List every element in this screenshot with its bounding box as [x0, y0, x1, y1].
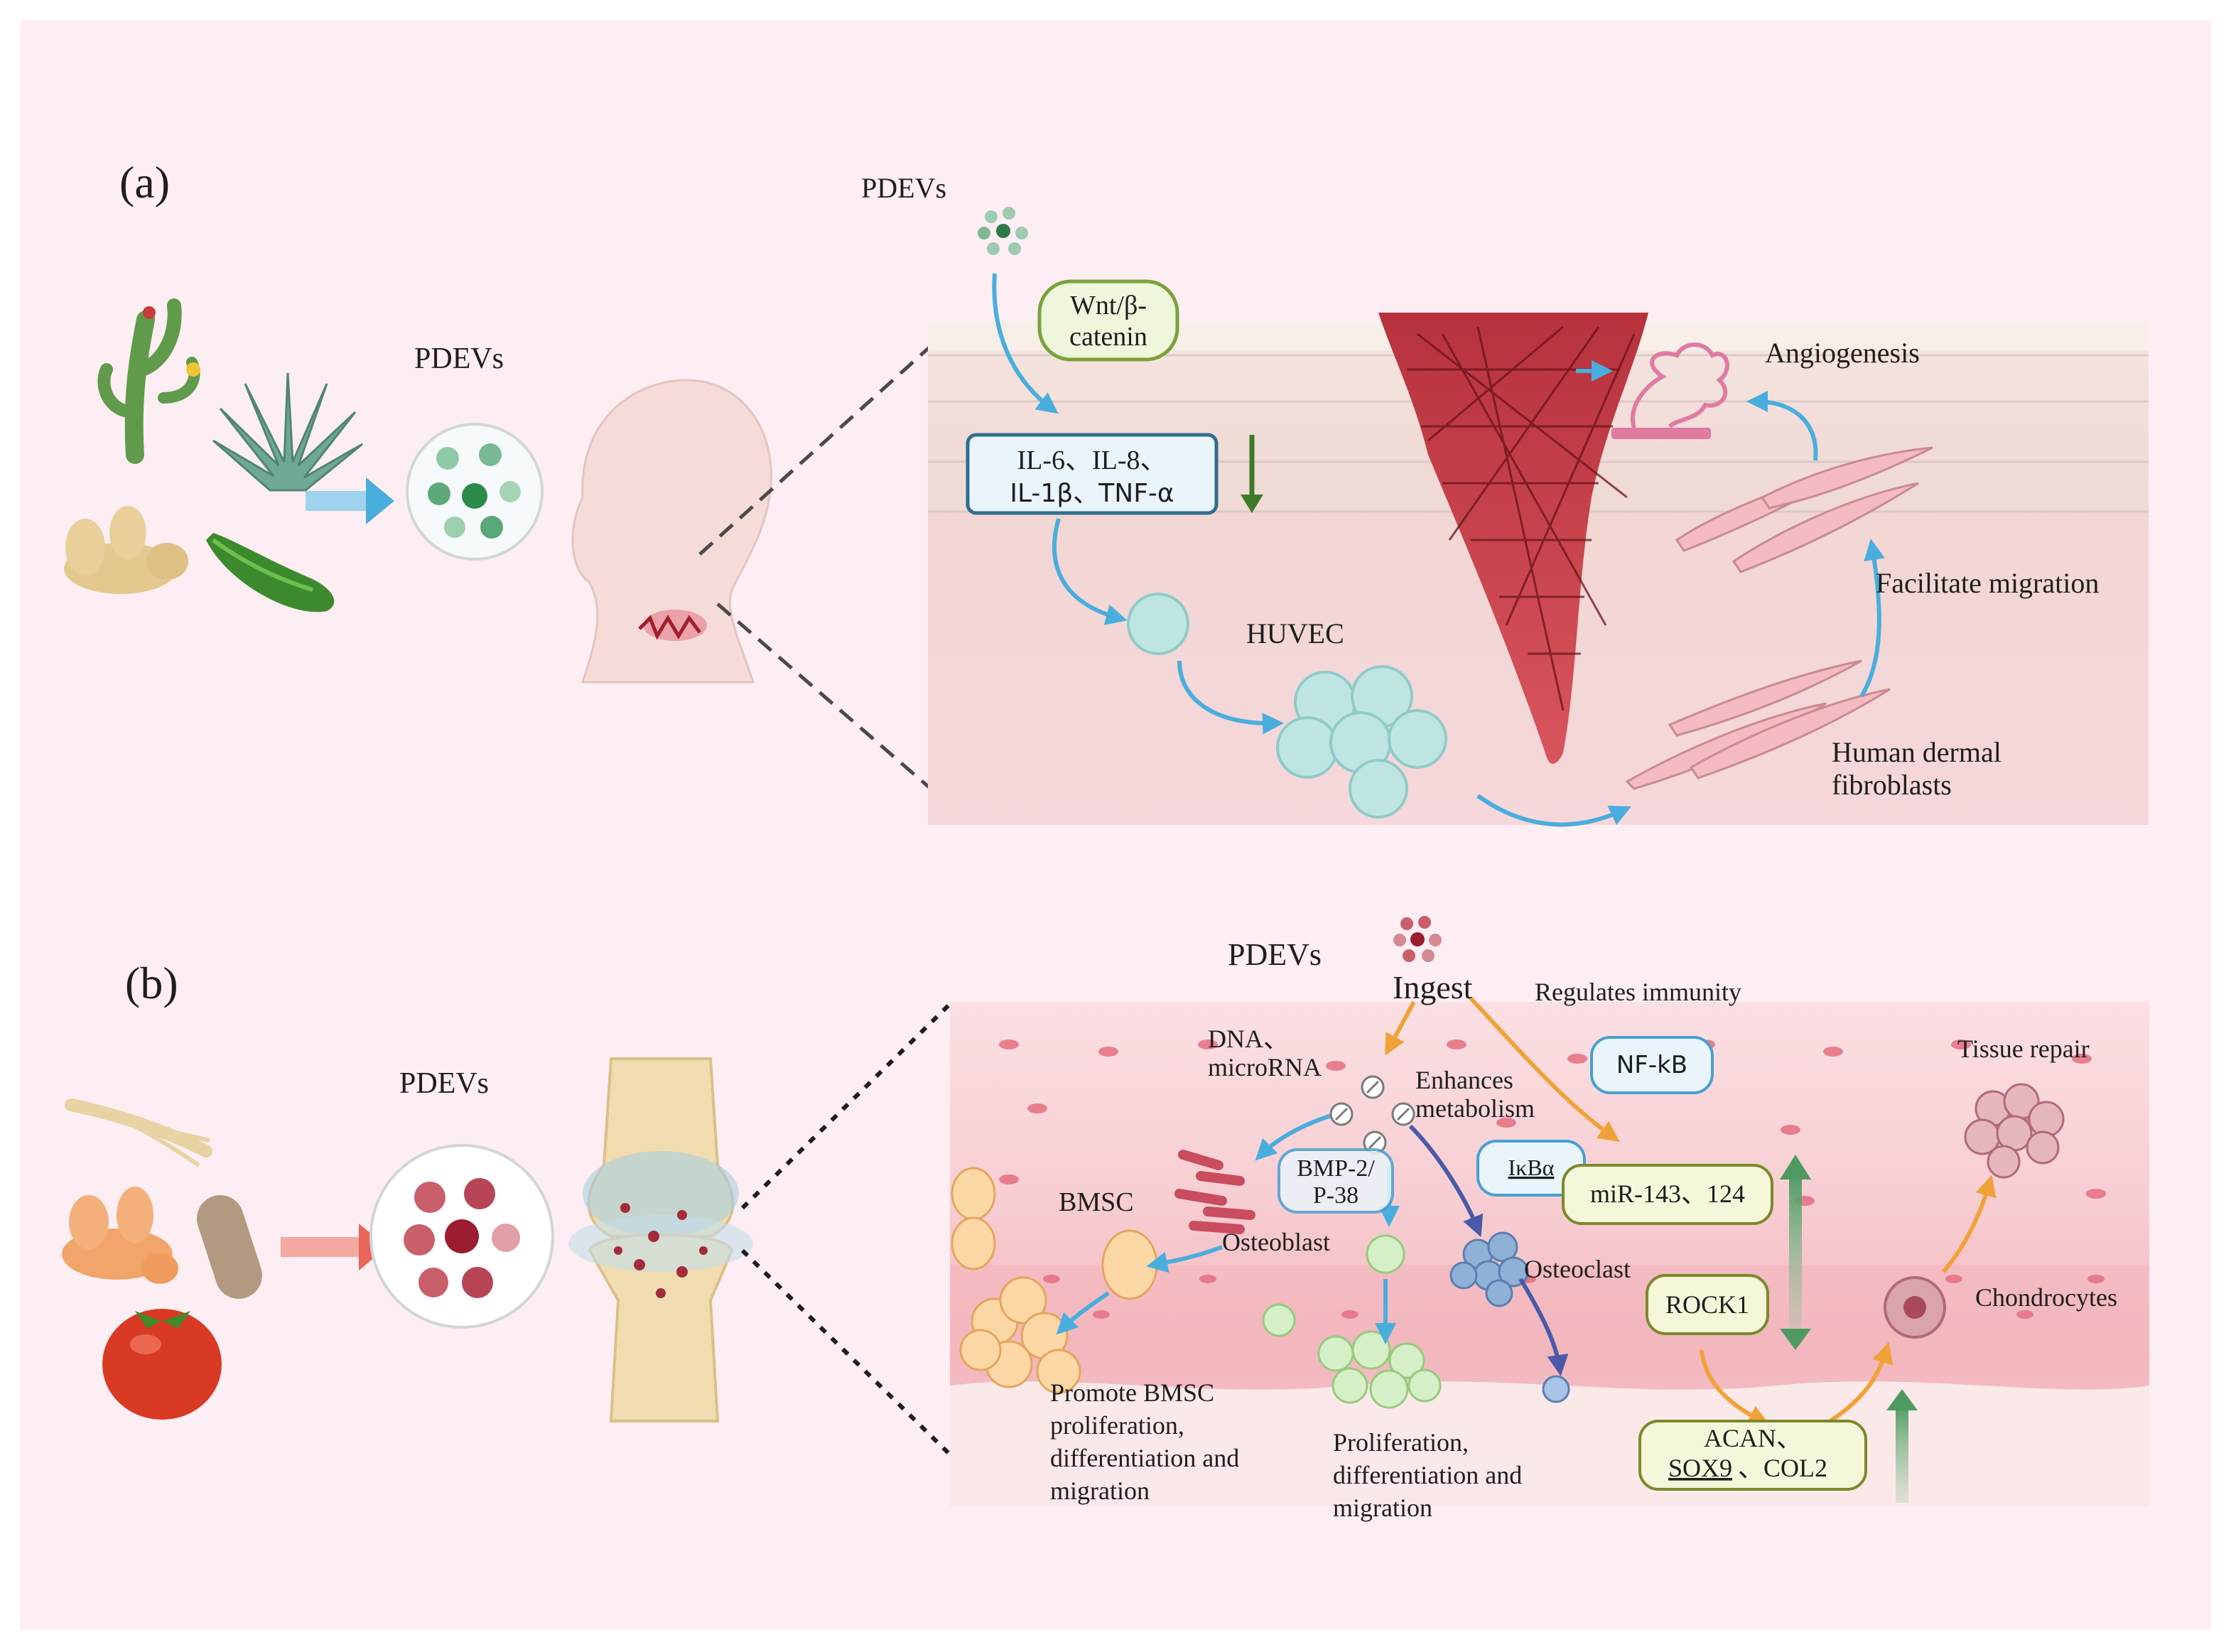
rock1-box: [1646, 1274, 1769, 1335]
source-arrow-a-head: [366, 477, 394, 524]
fibroblast-cells-lower: [1625, 659, 1891, 790]
fibroblasts-label-line1: Human dermal: [1832, 736, 2002, 768]
bmsc-cells: [951, 1167, 1158, 1394]
cactus-icon: [97, 298, 200, 464]
regulates-immunity-label: Regulates immunity: [1535, 978, 1741, 1006]
increase-arrow-icons: [1780, 1155, 1918, 1503]
cytokine-box: [966, 433, 1219, 515]
promote-label-line4: migration: [1050, 1476, 1150, 1505]
wnt-label-line2: catenin: [1069, 322, 1147, 352]
huvec-cells: [1276, 665, 1447, 819]
osteoblast-cells: [1174, 1150, 1255, 1234]
wnt-label-line1: Wnt/β-: [1070, 291, 1147, 320]
acan-label-sox9: SOX9: [1668, 1454, 1732, 1482]
mir-label: miR-143、124: [1590, 1179, 1745, 1208]
prolif-label-line1: Proliferation,: [1333, 1428, 1469, 1457]
facilitate-migration-label: Facilitate migration: [1876, 567, 2099, 599]
huvec-label: HUVEC: [1246, 617, 1344, 649]
inhibitor-icons: [1329, 1075, 1415, 1155]
single-huvec-cell: [1127, 593, 1189, 655]
small-osteoclast-cell: [1542, 1375, 1570, 1403]
panel-b-label: (b): [125, 958, 178, 1008]
acan-label-line1: ACAN、: [1704, 1424, 1802, 1452]
mir-box: [1562, 1164, 1773, 1225]
knee-joint-icon: [568, 1057, 753, 1422]
pdevs-particles-a: [406, 423, 544, 561]
turmeric-icon: [62, 1187, 178, 1284]
fibroblast-cells-upper: [1675, 446, 1933, 573]
pdevs-label-b: PDEVs: [399, 1067, 489, 1100]
cytokine-label-line1: IL-6、IL-8、: [1017, 446, 1167, 475]
plant-sources-b: [62, 1098, 262, 1420]
promote-label-line1: Promote BMSC: [1050, 1378, 1214, 1407]
zoom-line-bottom-a: [716, 603, 932, 790]
proliferating-cells: [1262, 1234, 1442, 1409]
bmp-box: [1277, 1148, 1394, 1214]
fibroblasts-label-line2: fibroblasts: [1832, 769, 1952, 801]
ginseng-icon: [65, 1098, 212, 1167]
zoom-line-top-b: [740, 1000, 954, 1210]
bmp-label-line2: P-38: [1313, 1182, 1358, 1209]
nfkb-box: [1590, 1036, 1714, 1094]
dna-label-line2: microRNA: [1208, 1053, 1322, 1081]
agave-icon: [212, 372, 363, 492]
osteoblast-label: Osteoblast: [1222, 1228, 1330, 1256]
wnt-box: [1037, 279, 1179, 362]
prolif-label-line3: migration: [1333, 1494, 1432, 1522]
acan-box: [1638, 1420, 1867, 1491]
tissue-repair-label: Tissue repair: [1957, 1035, 2090, 1063]
decrease-arrow-icon: [1241, 435, 1263, 513]
panel-a: (a): [64, 157, 2149, 827]
angiogenesis-label: Angiogenesis: [1765, 337, 1920, 369]
pdevs-particles-b: [369, 1144, 554, 1329]
tissue-repair-cluster: [1964, 1083, 2065, 1179]
pdevs-label-top-b: PDEVs: [1228, 937, 1322, 972]
capsule-icon: [197, 1195, 262, 1299]
tomato-icon: [102, 1309, 222, 1420]
capillary-sprout-icon: [1631, 342, 1729, 428]
navy-arrows: [1408, 1124, 1569, 1376]
flow-arrows-a: [992, 273, 1885, 827]
pdevs-particles-top-b: [1393, 916, 1442, 962]
cytokine-label-line2: IL-1β、TNF-α: [1010, 479, 1174, 508]
osteoclast-cell: [1449, 1231, 1529, 1307]
ingest-label: Ingest: [1393, 969, 1473, 1005]
acan-label-col2: 、COL2: [1738, 1454, 1827, 1482]
dna-label-line1: DNA、: [1208, 1025, 1289, 1053]
bmp-label-line1: BMP-2/: [1297, 1155, 1375, 1182]
bmsc-label: BMSC: [1059, 1187, 1134, 1217]
zoom-line-top-a: [698, 325, 954, 556]
fibrin-mesh: [1407, 325, 1636, 711]
skin-section: [928, 313, 2149, 825]
enhances-label-line2: metabolism: [1415, 1094, 1535, 1123]
panel-b: (b) PDEVs: [62, 916, 2149, 1522]
rock1-label: ROCK1: [1665, 1290, 1749, 1319]
ikba-label: IκBα: [1508, 1155, 1555, 1180]
ginger-icon: [64, 506, 188, 594]
blood-vessel: [1611, 428, 1711, 439]
pdevs-label-a: PDEVs: [414, 342, 504, 375]
enhances-label-line1: Enhances: [1415, 1066, 1513, 1094]
chondrocytes-label: Chondrocytes: [1975, 1283, 2117, 1312]
promote-label-line2: proliferation,: [1050, 1411, 1184, 1440]
prolif-label-line2: differentiation and: [1333, 1461, 1522, 1489]
pdevs-label-top-a: PDEVs: [861, 172, 946, 204]
nfkb-label: NF-kB: [1616, 1051, 1687, 1079]
chondrocyte-cell: [1884, 1276, 1946, 1339]
panel-a-label: (a): [119, 157, 170, 207]
pdevs-particles-top-a: [978, 207, 1028, 255]
zoom-line-bottom-b: [740, 1248, 954, 1459]
cucumber-icon: [206, 533, 335, 612]
promote-label-line3: differentiation and: [1050, 1444, 1239, 1472]
plant-sources-a: [64, 298, 363, 612]
osteoclast-label: Osteoclast: [1524, 1255, 1631, 1283]
